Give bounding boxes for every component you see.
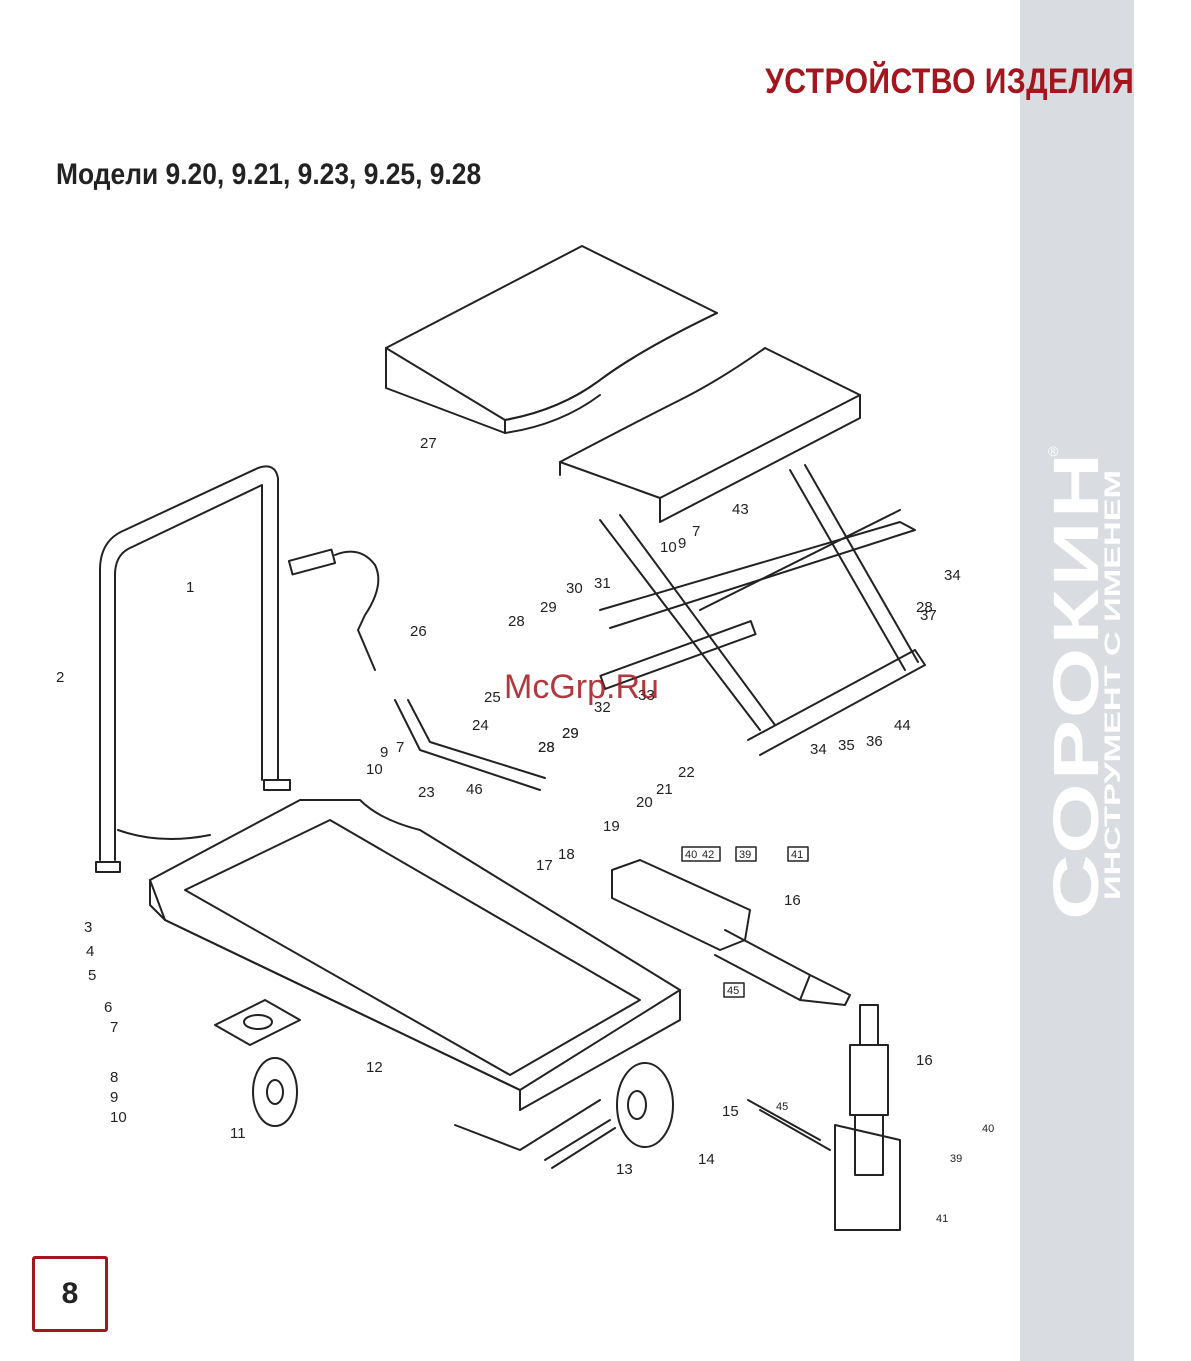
section-title: УСТРОЙСТВО ИЗДЕЛИЯ xyxy=(765,62,1134,102)
callout: 14 xyxy=(698,1151,715,1168)
kit-label: 39 xyxy=(950,1153,962,1165)
models-heading: Модели 9.20, 9.21, 9.23, 9.25, 9.28 xyxy=(56,158,481,192)
callout: 1 xyxy=(186,579,194,596)
callout: 36 xyxy=(866,733,883,750)
callout: 13 xyxy=(616,1161,633,1178)
callout: 18 xyxy=(558,846,575,863)
callout: 7 xyxy=(692,523,700,540)
callout: 4 xyxy=(86,943,94,960)
callout: 30 xyxy=(566,580,583,597)
exploded-parts-diagram: 1 2 3 4 5 6 7 8 9 10 11 12 13 14 15 16 1… xyxy=(0,230,1020,1360)
callout: 15 xyxy=(722,1103,739,1120)
callout: 28 xyxy=(508,613,525,630)
brand-logo: СОРОКИН ИНСТРУМЕНТ С ИМЕНЕМ ® xyxy=(1020,440,1134,940)
callout: 29 xyxy=(540,599,557,616)
callout: 35 xyxy=(838,737,855,754)
kit-label: 45 xyxy=(776,1101,788,1113)
callout: 24 xyxy=(472,717,489,734)
registered-mark: ® xyxy=(1048,443,1059,459)
kit-label: 41 xyxy=(791,849,803,861)
callout: 16 xyxy=(916,1052,933,1069)
handle-frame xyxy=(96,466,290,872)
fixed-wheel xyxy=(545,1063,673,1168)
caster-wheel xyxy=(215,1000,300,1126)
callout: 7 xyxy=(396,739,404,756)
page-number-box: 8 xyxy=(32,1256,108,1332)
kit-label: 40 xyxy=(685,849,697,861)
callout: 12 xyxy=(366,1059,383,1076)
kit-label: 41 xyxy=(936,1213,948,1225)
callout: 9 xyxy=(380,744,388,761)
callout: 26 xyxy=(410,623,427,640)
callout: 34 xyxy=(944,567,961,584)
callout: 25 xyxy=(484,689,501,706)
kit-box-labels: 40 42 39 41 45 45 40 39 41 42 xyxy=(682,847,1020,1225)
callout: 28 xyxy=(538,739,555,756)
callout: 8 xyxy=(110,1069,118,1086)
callout: 34 xyxy=(810,741,827,758)
callout: 19 xyxy=(603,818,620,835)
callout: 22 xyxy=(678,764,695,781)
callout: 29 xyxy=(562,725,579,742)
page-number: 8 xyxy=(62,1277,79,1311)
kit-label: 45 xyxy=(727,985,739,997)
kit-label: 40 xyxy=(982,1123,994,1135)
callout: 44 xyxy=(894,717,911,734)
callout: 23 xyxy=(418,784,435,801)
callout: 9 xyxy=(678,535,686,552)
callout: 46 xyxy=(466,781,483,798)
callout: 20 xyxy=(636,794,653,811)
kit-label: 39 xyxy=(739,849,751,861)
watermark: McGrp.Ru xyxy=(504,668,659,706)
callout: 10 xyxy=(110,1109,127,1126)
brand-tagline: ИНСТРУМЕНТ С ИМЕНЕМ xyxy=(1100,470,1125,900)
callout: 31 xyxy=(594,575,611,592)
callout: 11 xyxy=(230,1125,246,1142)
hydraulic-cylinder-vertical xyxy=(748,1005,900,1230)
callout: 37 xyxy=(920,607,937,624)
callout: 21 xyxy=(656,781,673,798)
callout: 17 xyxy=(536,857,553,874)
callout: 5 xyxy=(88,967,96,984)
callout: 10 xyxy=(660,539,677,556)
callout: 3 xyxy=(84,919,92,936)
callout: 2 xyxy=(56,669,64,686)
callout: 16 xyxy=(784,892,801,909)
scissor-mechanism xyxy=(600,465,925,755)
callout: 7 xyxy=(110,1019,118,1036)
callout: 6 xyxy=(104,999,112,1016)
kit-label: 42 xyxy=(702,849,714,861)
callout: 9 xyxy=(110,1089,118,1106)
callout: 43 xyxy=(732,501,749,518)
callout: 10 xyxy=(366,761,383,778)
platform-top xyxy=(386,246,860,522)
callout: 27 xyxy=(420,435,437,452)
base-frame xyxy=(150,800,680,1150)
